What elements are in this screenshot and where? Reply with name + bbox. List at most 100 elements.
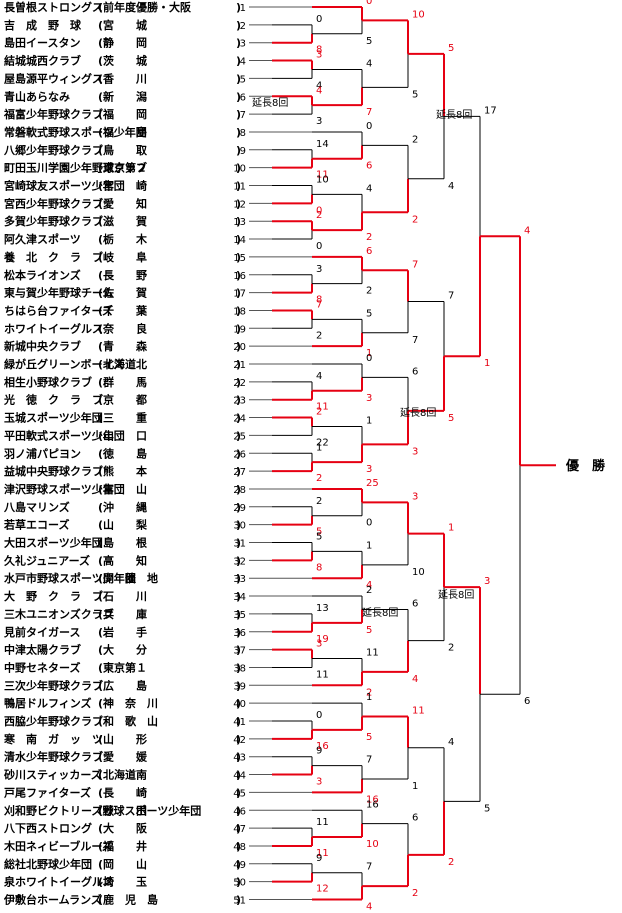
paren-open: (: [98, 608, 103, 621]
paren-close: ): [236, 233, 241, 246]
paren-close: ): [236, 144, 241, 157]
team-prefecture: 茨 城: [103, 54, 147, 68]
paren-close: ): [236, 304, 241, 317]
team-prefecture: 愛 知: [103, 196, 147, 210]
paren-open: (: [98, 304, 103, 317]
paren-close: ): [236, 251, 241, 264]
paren-close: ): [236, 786, 241, 799]
loser-score: 16: [366, 799, 379, 810]
team-prefecture: 山 梨: [103, 518, 148, 532]
paren-close: ): [236, 554, 241, 567]
extra-innings-note: 延長8回: [436, 109, 472, 121]
paren-close: ): [236, 804, 241, 817]
paren-close: ): [236, 358, 241, 371]
team-name: 光 徳 ク ラ ブ: [3, 393, 103, 407]
team-prefecture: 前年度優勝・大阪: [103, 0, 192, 14]
paren-close: ): [236, 822, 241, 835]
team-name: 砂川スティッカーズ: [4, 768, 102, 782]
team-prefecture: 徳 島: [102, 446, 147, 460]
seed-number: 13: [233, 217, 246, 228]
paren-open: (: [98, 769, 103, 782]
team-name: 東与賀少年野球チーム: [4, 286, 114, 300]
loser-score: 0: [366, 353, 372, 364]
winner-score: 0: [316, 205, 322, 216]
paren-open: (: [98, 572, 103, 585]
team-prefecture: 富 山: [103, 482, 147, 496]
paren-open: (: [98, 287, 103, 300]
team-prefecture: 鹿 児 島: [103, 893, 158, 907]
team-name: 大田スポーツ少年団: [4, 536, 103, 550]
paren-close: ): [236, 840, 241, 853]
winner-score: 3: [316, 777, 322, 788]
winner-score: 2: [412, 214, 418, 225]
winner-score: 6: [366, 161, 372, 172]
champion-label: 優 勝: [565, 458, 606, 474]
paren-close: ): [236, 590, 241, 603]
paren-close: ): [236, 197, 241, 210]
team-name: 常磐軟式野球スポーツ少年団: [4, 125, 147, 139]
paren-open: (: [98, 858, 103, 871]
team-prefecture: 滋 賀: [103, 214, 147, 228]
loser-score: 4: [366, 183, 372, 194]
paren-open: (: [98, 233, 103, 246]
loser-score: 4: [316, 371, 322, 382]
loser-score: 6: [412, 813, 418, 824]
paren-open: (: [98, 590, 103, 603]
team-name: 鴨居ドルフィンズ: [4, 696, 92, 710]
team-prefecture: 和 歌 山: [103, 714, 158, 728]
winner-score: 1: [366, 348, 372, 359]
team-name: 木田ネィビーブルーズ: [3, 839, 113, 853]
team-name: 津沢野球スポーツ少年団: [4, 482, 125, 496]
team-name: 新城中央クラブ: [4, 339, 81, 353]
seed-number: 6: [240, 92, 246, 103]
paren-open: (: [98, 162, 103, 175]
paren-open: (: [98, 72, 103, 85]
loser-score: 4: [448, 737, 454, 748]
team-prefecture: 山 口: [103, 428, 147, 442]
loser-score: 5: [484, 803, 490, 814]
paren-open: (: [98, 697, 103, 710]
paren-close: ): [236, 858, 241, 871]
paren-open: (: [98, 447, 103, 460]
team-name: 宮崎球友スポーツ少年団: [4, 179, 125, 193]
paren-open: (: [98, 19, 103, 32]
loser-score: 7: [412, 335, 418, 346]
team-name: 青山あらなみ: [4, 89, 70, 103]
seed-number: 3: [240, 39, 246, 50]
team-prefecture: 福 井: [102, 839, 147, 853]
winner-score: 11: [316, 848, 329, 859]
winner-score: 2: [366, 687, 372, 698]
team-name: 島田イースタン: [4, 36, 80, 50]
paren-close: ): [236, 72, 241, 85]
loser-score: 0: [316, 14, 322, 25]
loser-score: 7: [448, 291, 454, 302]
winner-score: 19: [316, 634, 329, 645]
winner-score: 4: [524, 225, 530, 236]
seed-number: 22: [233, 378, 246, 389]
team-name: 三次少年野球クラブ: [4, 678, 103, 692]
team-prefecture: 奈 良: [102, 321, 147, 335]
loser-score: 2: [366, 585, 372, 596]
loser-score: 3: [316, 264, 322, 275]
paren-close: ): [236, 697, 241, 710]
loser-score: 11: [366, 648, 379, 659]
loser-score: 0: [366, 121, 372, 132]
team-name: 町田玉川学園少年野球クラブ: [4, 161, 147, 175]
seed-number: 38: [233, 663, 246, 674]
seed-number: 30: [233, 521, 246, 532]
team-prefecture: 新 潟: [103, 89, 147, 103]
seed-number: 8: [240, 128, 246, 139]
team-name: 阿久津スポーツ: [4, 232, 81, 246]
team-prefecture: 兵 庫: [103, 607, 147, 621]
winner-score: 7: [316, 299, 322, 310]
paren-open: (: [98, 376, 103, 389]
winner-score: 5: [316, 527, 322, 538]
seed-number: 51: [233, 896, 246, 907]
team-prefecture: 石 川: [102, 590, 147, 603]
winner-score: 25: [366, 478, 379, 489]
paren-close: ): [236, 751, 241, 764]
loser-score: 0: [366, 518, 372, 529]
paren-close: ): [236, 215, 241, 228]
paren-close: ): [236, 661, 241, 674]
